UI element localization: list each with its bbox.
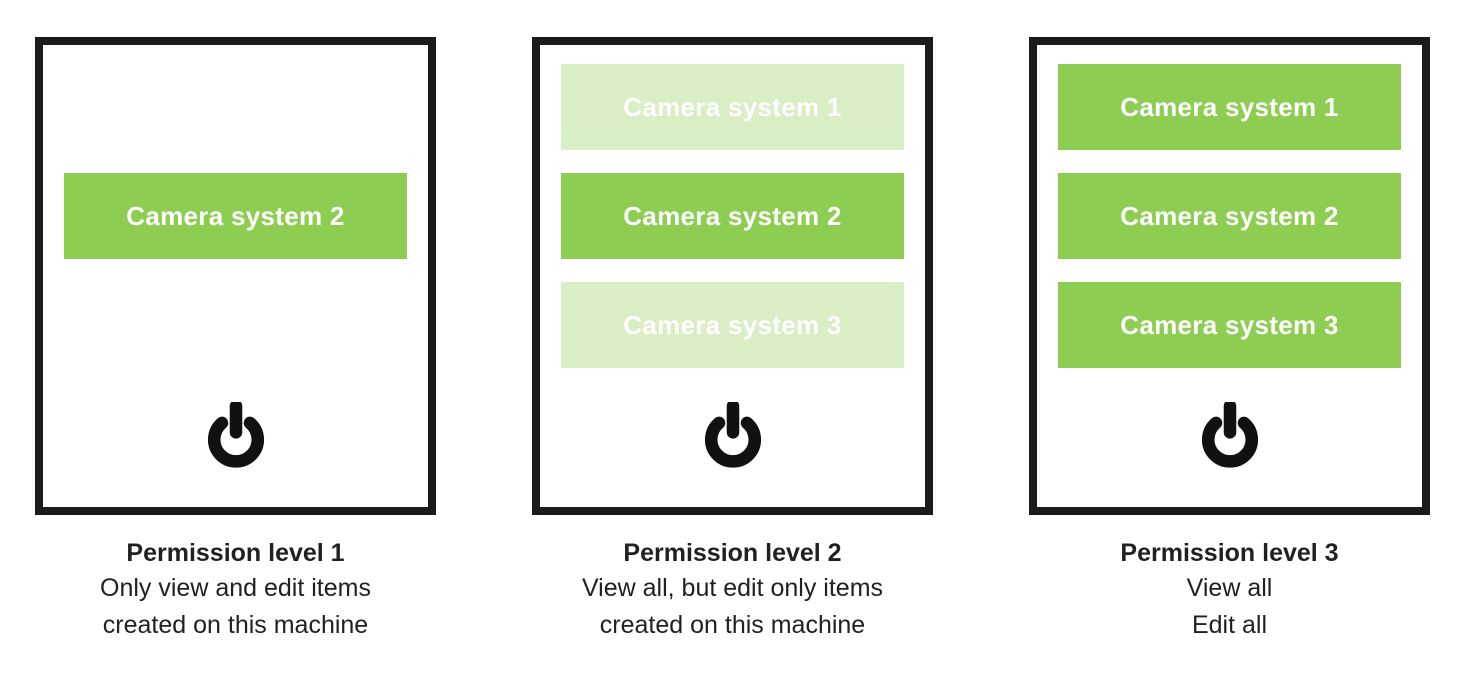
device-frame-3: Camera system 1 Camera system 2 Camera s…: [1029, 37, 1430, 515]
camera-system-1-button[interactable]: Camera system 1: [561, 64, 904, 150]
permission-levels-diagram: Camera system 1 Camera system 2 Camera s…: [35, 37, 1430, 644]
caption-line: created on this machine: [599, 611, 866, 639]
panel-permission-level-1: Camera system 1 Camera system 2 Camera s…: [35, 37, 436, 644]
camera-system-2-button[interactable]: Camera system 2: [64, 173, 407, 259]
caption-title: Permission level 2: [623, 539, 842, 567]
caption-title: Permission level 1: [126, 539, 345, 567]
camera-system-1-button[interactable]: Camera system 1: [1058, 64, 1401, 150]
power-icon[interactable]: [700, 402, 766, 468]
camera-system-2-button[interactable]: Camera system 2: [1058, 173, 1401, 259]
caption-line: Only view and edit items: [100, 574, 371, 602]
caption-2: Permission level 2 View all, but edit on…: [532, 537, 933, 644]
camera-button-stack: Camera system 1 Camera system 2 Camera s…: [561, 64, 904, 368]
caption-3: Permission level 3 View all Edit all: [1029, 537, 1430, 644]
panel-permission-level-2: Camera system 1 Camera system 2 Camera s…: [532, 37, 933, 644]
camera-button-stack: Camera system 1 Camera system 2 Camera s…: [1058, 64, 1401, 368]
caption-line: created on this machine: [102, 611, 369, 639]
camera-system-3-button[interactable]: Camera system 3: [561, 282, 904, 368]
device-frame-2: Camera system 1 Camera system 2 Camera s…: [532, 37, 933, 515]
device-frame-1: Camera system 1 Camera system 2 Camera s…: [35, 37, 436, 515]
caption-1: Permission level 1 Only view and edit it…: [35, 537, 436, 644]
camera-button-stack: Camera system 1 Camera system 2 Camera s…: [64, 64, 407, 368]
panel-permission-level-3: Camera system 1 Camera system 2 Camera s…: [1029, 37, 1430, 644]
caption-line: View all: [1186, 574, 1273, 602]
camera-system-2-button[interactable]: Camera system 2: [561, 173, 904, 259]
caption-line: Edit all: [1191, 611, 1268, 639]
power-icon[interactable]: [1197, 402, 1263, 468]
caption-line: View all, but edit only items: [581, 574, 884, 602]
camera-system-3-button[interactable]: Camera system 3: [1058, 282, 1401, 368]
caption-title: Permission level 3: [1120, 539, 1339, 567]
power-icon[interactable]: [203, 402, 269, 468]
